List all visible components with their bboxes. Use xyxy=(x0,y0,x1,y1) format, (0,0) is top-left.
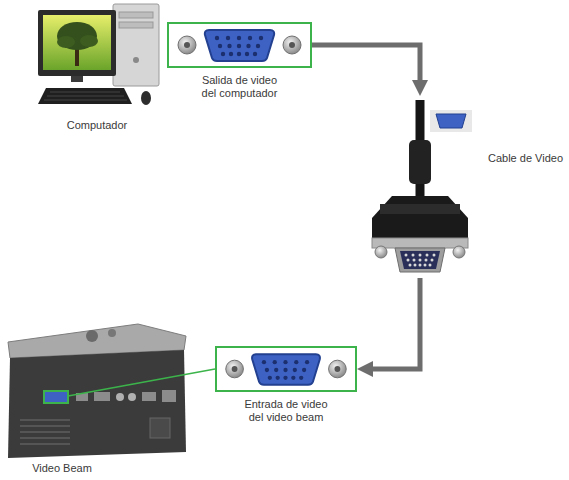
device-label: Video Beam xyxy=(32,462,92,475)
keyboard-keys xyxy=(44,92,127,100)
drive-bay xyxy=(119,12,153,18)
pins xyxy=(405,254,436,267)
signal-arrow xyxy=(312,45,420,80)
projector-button xyxy=(108,329,116,337)
thumb-screw xyxy=(453,246,465,258)
computer-illustration xyxy=(38,4,159,105)
connector-plate xyxy=(372,238,468,248)
cable-photo: Cable de Video xyxy=(358,96,565,278)
drive-bay xyxy=(119,22,153,28)
projector-button xyxy=(86,330,98,342)
pc-tower xyxy=(113,4,159,86)
cable-illustration xyxy=(372,100,472,272)
projector-port xyxy=(94,392,110,401)
tree-canopy xyxy=(57,22,97,50)
inset-port xyxy=(436,114,466,128)
projector-rear xyxy=(8,350,186,458)
pin-field xyxy=(400,251,440,269)
power-socket xyxy=(150,418,170,438)
power-button xyxy=(133,57,139,63)
mouse xyxy=(141,91,151,105)
device-label: Computador xyxy=(67,119,128,132)
monitor-stand xyxy=(71,76,83,82)
monitor-screen xyxy=(43,15,111,70)
monitor-bezel xyxy=(38,10,116,76)
projector-port xyxy=(128,393,136,401)
keyboard xyxy=(38,88,132,104)
connector-grip xyxy=(380,204,460,214)
signal-arrow xyxy=(373,278,420,369)
photo-area xyxy=(358,96,482,278)
tree-canopy xyxy=(57,36,75,48)
d-shell xyxy=(395,248,445,272)
thumb-screw xyxy=(375,246,387,258)
green-frame xyxy=(167,22,312,68)
vga-port xyxy=(226,354,346,384)
projector-port xyxy=(162,390,176,402)
projector-vga-port xyxy=(44,391,68,403)
port-frame: Entrada de video del video beam xyxy=(215,346,357,424)
port-label: Salida de video del computador xyxy=(196,74,284,100)
port-frame: Salida de video del computador xyxy=(167,22,312,100)
inset-photo xyxy=(430,110,472,132)
cable-cord xyxy=(416,184,425,198)
projector-port xyxy=(116,393,124,401)
leader-line xyxy=(68,369,215,396)
vga-port xyxy=(178,30,301,61)
projector-vents xyxy=(20,420,70,444)
ferrite-core xyxy=(409,140,431,184)
port-label: Entrada de video del video beam xyxy=(240,398,332,424)
tree-canopy xyxy=(80,35,98,47)
port-label: Cable de Video xyxy=(488,152,563,165)
green-frame xyxy=(215,346,357,392)
projector-port xyxy=(142,392,156,401)
cable-cord xyxy=(416,100,425,142)
